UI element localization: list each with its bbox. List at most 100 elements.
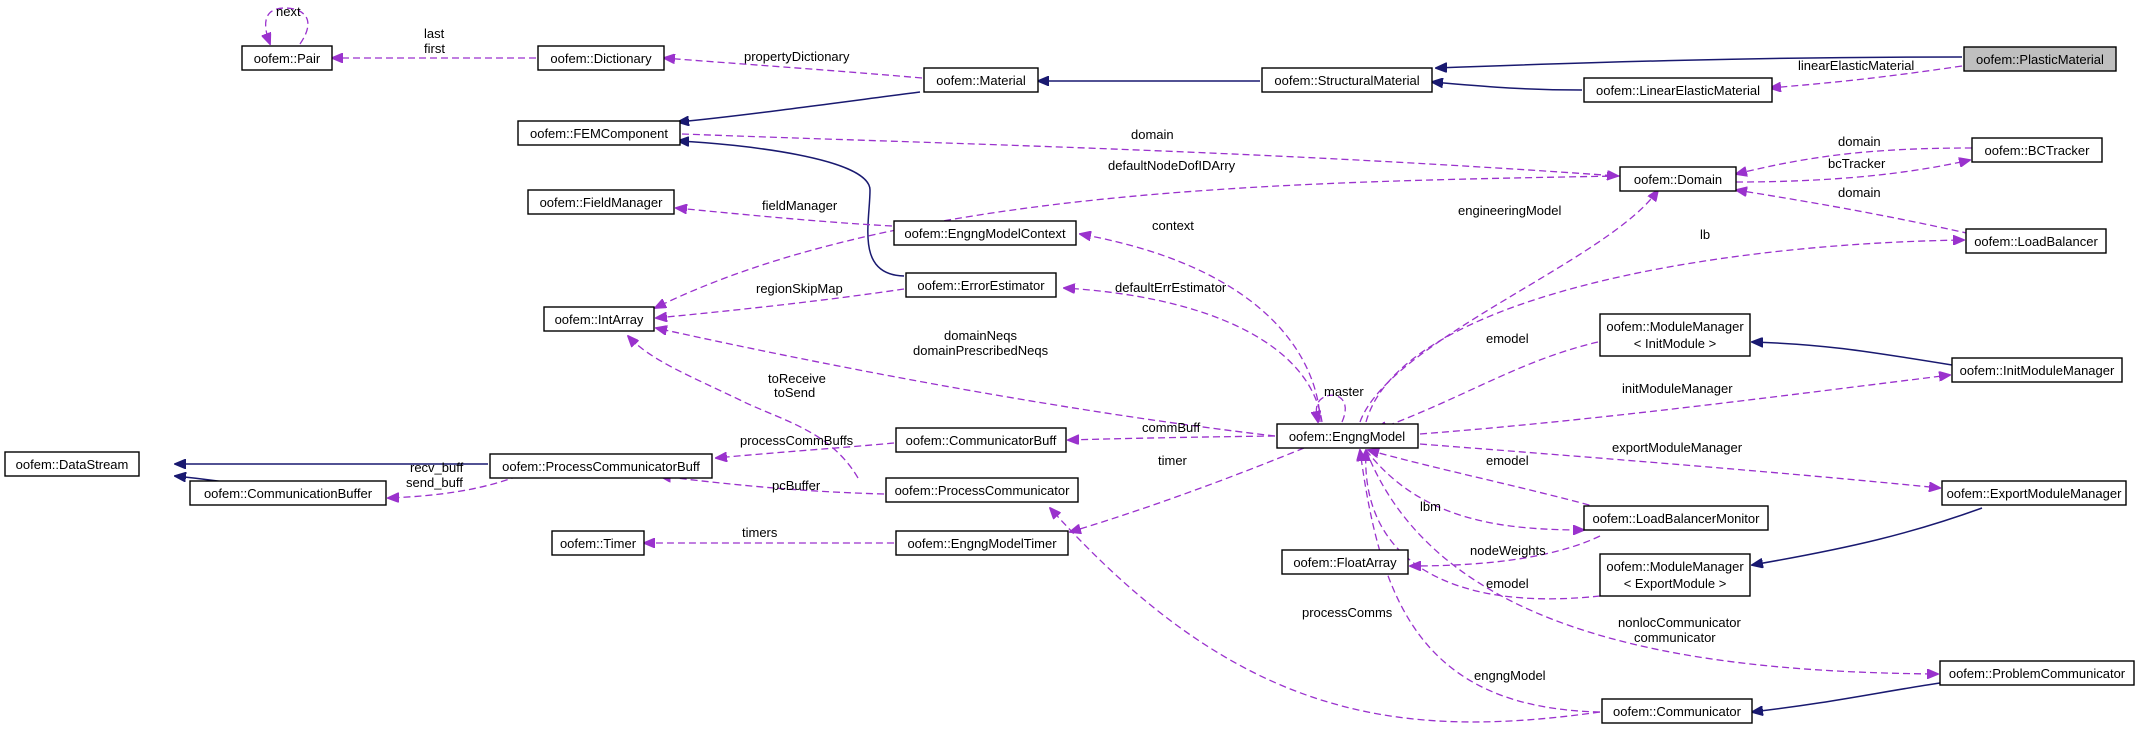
node-bc-tracker[interactable]: oofem::BCTracker xyxy=(1971,137,2103,163)
node-plastic-material-label: oofem::PlasticMaterial xyxy=(1976,52,2104,67)
node-structural-material[interactable]: oofem::StructuralMaterial xyxy=(1261,67,1433,93)
node-dictionary[interactable]: oofem::Dictionary xyxy=(537,45,665,71)
node-problem-communicator-label: oofem::ProblemCommunicator xyxy=(1949,666,2126,681)
edge-material-to-dictionary xyxy=(664,58,923,79)
label-domain-fem: domain xyxy=(1131,127,1174,142)
edge-lbm-to-em xyxy=(1368,450,1601,509)
node-load-balancer-monitor[interactable]: oofem::LoadBalancerMonitor xyxy=(1583,505,1769,531)
edge-processcomm-to-pcb xyxy=(660,476,885,495)
label-next: next xyxy=(276,4,301,19)
node-material[interactable]: oofem::Material xyxy=(923,67,1039,93)
edge-communicator-to-processcomm xyxy=(1050,508,1601,723)
node-linear-elastic-material[interactable]: oofem::LinearElasticMaterial xyxy=(1583,77,1773,103)
edges xyxy=(175,7,1983,723)
edge-errorestimator-to-femcomponent xyxy=(678,141,905,277)
label-engng-model: engngModel xyxy=(1474,668,1546,683)
label-node-weights: nodeWeights xyxy=(1470,543,1546,558)
node-module-manager-export-label-2: < ExportModule > xyxy=(1624,576,1727,591)
edge-em-to-errorestimator xyxy=(1064,288,1323,423)
node-engng-model-context[interactable]: oofem::EngngModelContext xyxy=(893,220,1077,246)
node-int-array-label: oofem::IntArray xyxy=(555,312,644,327)
label-emodel-init: emodel xyxy=(1486,331,1529,346)
node-init-module-manager[interactable]: oofem::InitModuleManager xyxy=(1951,357,2123,383)
node-engng-model-label: oofem::EngngModel xyxy=(1289,429,1405,444)
edge-plastic-to-linear xyxy=(1770,65,1963,88)
edge-lbm-to-floatarray xyxy=(1410,535,1601,566)
node-linear-elastic-material-label: oofem::LinearElasticMaterial xyxy=(1596,83,1760,98)
edge-lb-to-domain xyxy=(1736,190,1981,237)
edge-initmm-to-mminit xyxy=(1752,342,1953,366)
edge-em-to-intarray xyxy=(656,328,1276,437)
node-fem-component[interactable]: oofem::FEMComponent xyxy=(517,120,681,146)
node-load-balancer[interactable]: oofem::LoadBalancer xyxy=(1965,228,2107,254)
label-field-manager: fieldManager xyxy=(762,198,838,213)
node-engng-model[interactable]: oofem::EngngModel xyxy=(1276,423,1419,449)
node-communicator-buff[interactable]: oofem::CommunicatorBuff xyxy=(895,427,1067,453)
node-material-label: oofem::Material xyxy=(936,73,1026,88)
edge-em-to-commbuff xyxy=(1068,436,1276,440)
node-export-module-manager[interactable]: oofem::ExportModuleManager xyxy=(1941,480,2127,506)
label-timers: timers xyxy=(742,525,778,540)
node-engng-model-timer[interactable]: oofem::EngngModelTimer xyxy=(895,530,1069,556)
node-float-array-label: oofem::FloatArray xyxy=(1293,555,1397,570)
node-module-manager-init-label-2: < InitModule > xyxy=(1634,336,1716,351)
node-module-manager-export[interactable]: oofem::ModuleManager < ExportModule > xyxy=(1599,553,1751,597)
edge-material-to-femcomponent xyxy=(678,91,921,122)
edge-mmexport-to-em xyxy=(1366,450,1601,600)
node-int-array[interactable]: oofem::IntArray xyxy=(543,306,655,332)
label-lb: lb xyxy=(1700,227,1710,242)
node-communication-buffer[interactable]: oofem::CommunicationBuffer xyxy=(189,480,387,506)
label-process-comm-buffs: processCommBuffs xyxy=(740,433,854,448)
node-field-manager-label: oofem::FieldManager xyxy=(540,195,664,210)
node-module-manager-export-label-1: oofem::ModuleManager xyxy=(1606,559,1744,574)
label-emodel-export: emodel xyxy=(1486,576,1529,591)
node-pair-label: oofem::Pair xyxy=(254,51,321,66)
node-field-manager[interactable]: oofem::FieldManager xyxy=(527,189,675,215)
node-communicator[interactable]: oofem::Communicator xyxy=(1601,698,1753,724)
edge-em-to-problemcomm xyxy=(1365,449,1938,674)
label-master: master xyxy=(1324,384,1364,399)
node-pair[interactable]: oofem::Pair xyxy=(241,45,333,71)
node-module-manager-init[interactable]: oofem::ModuleManager < InitModule > xyxy=(1599,313,1751,357)
node-timer[interactable]: oofem::Timer xyxy=(551,530,645,556)
node-communicator-buff-label: oofem::CommunicatorBuff xyxy=(906,433,1057,448)
edge-exportmm-to-mmexport xyxy=(1752,507,1983,565)
node-domain-label: oofem::Domain xyxy=(1634,172,1722,187)
label-to-receive: toReceive xyxy=(768,371,826,386)
label-linear-elastic-material: linearElasticMaterial xyxy=(1798,58,1914,73)
label-to-send: toSend xyxy=(774,385,815,400)
node-load-balancer-monitor-label: oofem::LoadBalancerMonitor xyxy=(1593,511,1761,526)
node-float-array[interactable]: oofem::FloatArray xyxy=(1281,549,1409,575)
edge-em-to-context xyxy=(1080,234,1321,423)
label-timer: timer xyxy=(1158,453,1188,468)
edge-labels: next last first propertyDictionary linea… xyxy=(276,4,1914,683)
node-domain[interactable]: oofem::Domain xyxy=(1619,166,1737,192)
label-region-skip-map: regionSkipMap xyxy=(756,281,843,296)
label-init-module-manager: initModuleManager xyxy=(1622,381,1733,396)
label-pc-buffer: pcBuffer xyxy=(772,478,821,493)
node-problem-communicator[interactable]: oofem::ProblemCommunicator xyxy=(1939,660,2135,686)
edge-linear-to-structural xyxy=(1432,82,1583,91)
node-export-module-manager-label: oofem::ExportModuleManager xyxy=(1947,486,2123,501)
edge-errorestimator-to-intarray xyxy=(656,288,905,318)
edge-communicator-to-em xyxy=(1360,450,1601,713)
edge-processcomm-to-intarray xyxy=(628,336,859,479)
node-error-estimator[interactable]: oofem::ErrorEstimator xyxy=(905,272,1057,298)
edge-pcb-to-commbuffer xyxy=(388,475,519,498)
label-last: last xyxy=(424,26,445,41)
edge-fem-to-domain xyxy=(681,133,1618,176)
node-process-communicator-label: oofem::ProcessCommunicator xyxy=(895,483,1071,498)
edge-em-to-initmm xyxy=(1419,375,1950,435)
edge-pair-next xyxy=(266,7,309,44)
edge-bctracker-to-domain xyxy=(1736,147,1973,174)
label-recv-buff: recv_buff xyxy=(410,460,464,475)
node-plastic-material[interactable]: oofem::PlasticMaterial xyxy=(1963,46,2117,72)
edge-domain-to-bctracker xyxy=(1735,160,1970,183)
node-error-estimator-label: oofem::ErrorEstimator xyxy=(917,278,1045,293)
edge-context-to-fieldmanager xyxy=(676,208,893,227)
node-data-stream[interactable]: oofem::DataStream xyxy=(4,451,140,477)
label-communicator: communicator xyxy=(1634,630,1716,645)
node-process-communicator[interactable]: oofem::ProcessCommunicator xyxy=(885,477,1079,503)
node-process-communicator-buff[interactable]: oofem::ProcessCommunicatorBuff xyxy=(489,453,713,479)
